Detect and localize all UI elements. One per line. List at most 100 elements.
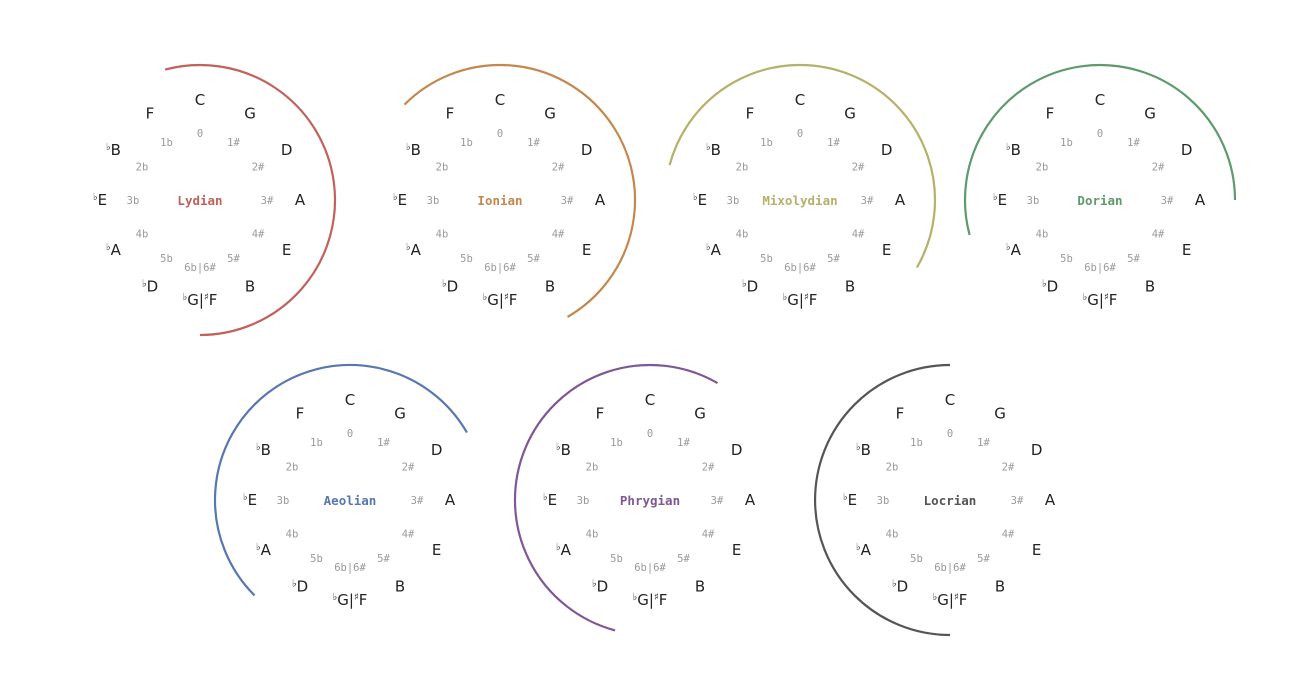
fifth-count-label: 5# — [827, 253, 840, 265]
note-label: A — [1045, 491, 1056, 509]
note-label: ♭A — [856, 541, 872, 559]
note-letter: E — [98, 191, 107, 209]
note-label: ♭D — [592, 578, 608, 596]
note-label: ♭E — [843, 491, 857, 509]
note-letter: B — [561, 441, 571, 459]
note-label: A — [745, 491, 756, 509]
fifth-count-label: 4b — [886, 529, 899, 541]
note-letter: D — [731, 441, 743, 459]
note-letter: D — [597, 578, 609, 596]
fifth-count-label: 3b — [427, 195, 440, 207]
note-accidental: ♯ — [804, 292, 809, 303]
note-label: G — [844, 104, 856, 122]
note-accidental: ♭ — [856, 442, 861, 453]
fifth-count-label: 4# — [852, 229, 865, 241]
note-label: C — [1095, 91, 1105, 109]
note-label: ♭D — [892, 578, 908, 596]
note-label: ♭E — [993, 191, 1007, 209]
fifth-count-label: 3b — [577, 495, 590, 507]
note-letter: B — [711, 141, 721, 159]
mode-name-lydian: Lydian — [177, 193, 222, 208]
note-letter: A — [411, 241, 422, 259]
fifth-count-label: 3# — [711, 495, 724, 507]
note-label: ♭E — [693, 191, 707, 209]
note-label: C — [345, 391, 355, 409]
note-letter: G| — [637, 591, 654, 609]
note-label: F — [1046, 104, 1055, 122]
fifth-count-label: 3# — [261, 195, 274, 207]
note-accidental: ♭ — [1006, 142, 1011, 153]
note-letter: C — [645, 391, 655, 409]
note-letter: E — [732, 541, 741, 559]
note-letter: B — [261, 441, 271, 459]
mode-name-dorian: Dorian — [1077, 193, 1122, 208]
fifth-count-label: 5b — [160, 253, 173, 265]
note-letter: F — [746, 104, 755, 122]
note-letter: G — [994, 404, 1006, 422]
note-letter: D — [297, 578, 309, 596]
fifth-count-label: 0 — [1097, 128, 1103, 140]
fifth-count-label: 5# — [677, 553, 690, 565]
fifth-count-label: 1b — [610, 437, 623, 449]
mode-arc — [513, 363, 719, 632]
note-accidental: ♭ — [483, 292, 488, 303]
note-label: ♭G|♯F — [783, 291, 818, 309]
note-accidental: ♭ — [333, 592, 338, 603]
note-letter: D — [447, 278, 459, 296]
fifth-count-label: 0 — [647, 428, 653, 440]
note-label: ♭D — [292, 578, 308, 596]
note-label: ♭B — [256, 441, 271, 459]
note-letter: A — [1195, 191, 1206, 209]
note-label: B — [695, 578, 705, 596]
note-accidental: ♭ — [742, 279, 747, 290]
note-letter: E — [548, 491, 557, 509]
note-label: ♭A — [706, 241, 722, 259]
note-label: ♭E — [393, 191, 407, 209]
fifth-count-label: 1b — [310, 437, 323, 449]
note-letter: G — [694, 404, 706, 422]
fifth-count-label: 0 — [947, 428, 953, 440]
note-label: ♭B — [706, 141, 721, 159]
note-accidental: ♭ — [142, 279, 147, 290]
note-letter: A — [1045, 491, 1056, 509]
fifth-count-label: 6b|6# — [484, 262, 516, 274]
note-label: ♭A — [406, 241, 422, 259]
note-label: F — [446, 104, 455, 122]
note-letter: D — [281, 141, 293, 159]
note-label: ♭A — [256, 541, 272, 559]
note-label: ♭G|♯F — [183, 291, 218, 309]
note-letter: C — [345, 391, 355, 409]
fifth-count-label: 3# — [411, 495, 424, 507]
note-accidental: ♭ — [592, 579, 597, 590]
note-letter: E — [698, 191, 707, 209]
note-accidental: ♭ — [256, 442, 261, 453]
fifth-count-label: 2# — [552, 162, 565, 174]
note-letter: A — [745, 491, 756, 509]
note-letter: A — [895, 191, 906, 209]
note-letter: B — [545, 278, 555, 296]
note-accidental: ♭ — [106, 242, 111, 253]
note-letter: C — [945, 391, 955, 409]
fifth-count-label: 3b — [127, 195, 140, 207]
note-label: F — [146, 104, 155, 122]
note-accidental: ♯ — [1104, 292, 1109, 303]
note-letter: G — [544, 104, 556, 122]
note-accidental: ♭ — [556, 542, 561, 553]
note-label: ♭G|♯F — [483, 291, 518, 309]
fifth-count-label: 4b — [286, 529, 299, 541]
fifth-count-label: 2# — [1002, 462, 1015, 474]
fifth-count-label: 4b — [586, 529, 599, 541]
note-label: G — [544, 104, 556, 122]
fifth-count-label: 5# — [377, 553, 390, 565]
note-label: B — [245, 278, 255, 296]
note-accidental: ♯ — [204, 292, 209, 303]
fifth-count-label: 5# — [527, 253, 540, 265]
note-letter: E — [582, 241, 591, 259]
note-letter: E — [432, 541, 441, 559]
fifth-count-label: 4# — [1152, 229, 1165, 241]
note-accidental: ♭ — [256, 542, 261, 553]
fifth-count-label: 1b — [160, 137, 173, 149]
note-letter: G| — [1087, 291, 1104, 309]
fifth-count-label: 2# — [702, 462, 715, 474]
note-label: E — [882, 241, 891, 259]
